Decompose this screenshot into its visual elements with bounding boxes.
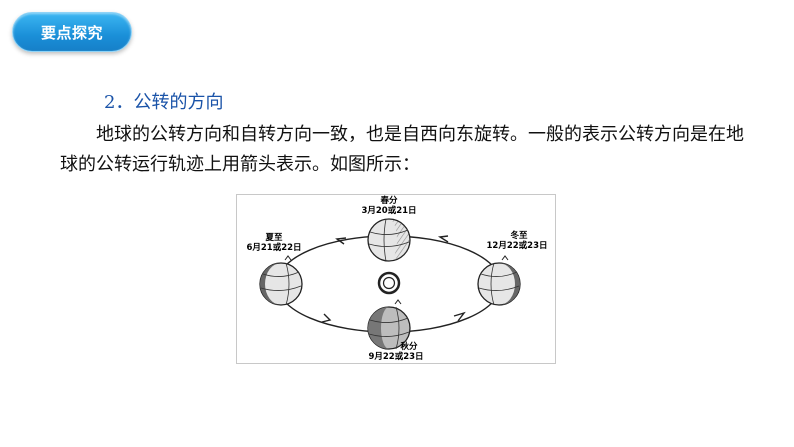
orbit-arrow-top-right	[437, 235, 449, 243]
earth-summer-icon	[259, 255, 303, 306]
earth-winter-icon	[477, 255, 521, 306]
section-badge-label: 要点探究	[40, 23, 103, 42]
winter-date: 12月22或23日	[487, 240, 548, 251]
orbit-arrow-top-left	[335, 237, 347, 245]
body-paragraph: 地球的公转方向和自转方向一致，也是自西向东旋转。一般的表示公转方向是在地球的公转…	[60, 124, 744, 175]
figure-frame	[236, 194, 556, 364]
revolution-diagram-svg: 春分 3月20或21日 夏至 6月21或22日 冬至 12月22或23日	[236, 194, 556, 364]
section-title: 2．公转的方向	[104, 92, 224, 113]
earth-autumn-icon	[367, 299, 411, 350]
section-badge: 要点探究	[12, 12, 132, 52]
earth-spring-icon	[367, 218, 411, 262]
winter-label: 冬至	[510, 230, 528, 241]
spring-date: 3月20或21日	[361, 205, 416, 216]
orbit-arrow-bottom-left	[321, 313, 332, 323]
summer-label: 夏至	[264, 233, 283, 243]
autumn-label: 秋分	[399, 341, 418, 352]
orbit-arrow-bottom-right	[453, 311, 466, 322]
sun-icon	[377, 271, 401, 295]
autumn-date: 9月22或23日	[368, 351, 423, 362]
spring-label: 春分	[379, 195, 398, 206]
revolution-diagram: 春分 3月20或21日 夏至 6月21或22日 冬至 12月22或23日	[236, 194, 556, 364]
summer-date: 6月21或22日	[246, 242, 301, 253]
